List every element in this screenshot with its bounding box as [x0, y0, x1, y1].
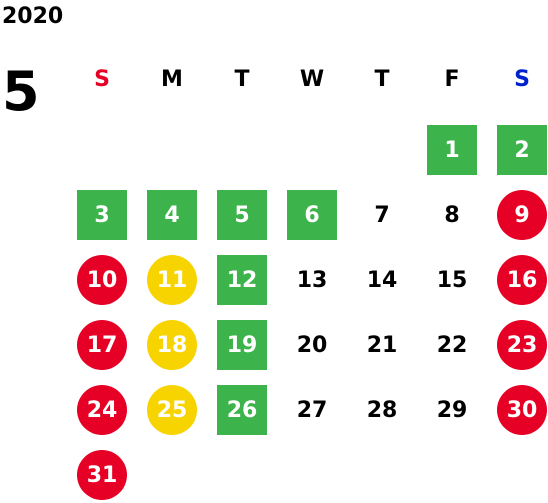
day-26: 26	[217, 385, 267, 435]
weekday-friday: F	[444, 67, 460, 92]
weekday-monday: M	[161, 67, 183, 92]
day-13: 13	[296, 267, 328, 293]
day-10: 10	[77, 255, 127, 305]
day-17: 17	[77, 320, 127, 370]
day-27: 27	[296, 397, 328, 423]
day-29: 29	[436, 397, 468, 423]
calendar-year: 2020	[2, 4, 64, 29]
weekday-sunday: S	[94, 67, 110, 92]
day-9: 9	[497, 190, 547, 240]
day-24: 24	[77, 385, 127, 435]
day-23: 23	[497, 320, 547, 370]
day-18: 18	[147, 320, 197, 370]
day-20: 20	[296, 332, 328, 358]
day-22: 22	[436, 332, 468, 358]
day-11: 11	[147, 255, 197, 305]
day-12: 12	[217, 255, 267, 305]
day-15: 15	[436, 267, 468, 293]
day-2: 2	[497, 125, 547, 175]
day-30: 30	[497, 385, 547, 435]
day-14: 14	[366, 267, 398, 293]
day-21: 21	[366, 332, 398, 358]
day-8: 8	[444, 202, 460, 228]
day-4: 4	[147, 190, 197, 240]
day-16: 16	[497, 255, 547, 305]
day-25: 25	[147, 385, 197, 435]
weekday-tuesday: T	[234, 67, 250, 92]
calendar-month: 5	[2, 60, 40, 123]
weekday-thursday: T	[374, 67, 390, 92]
day-7: 7	[374, 202, 390, 228]
day-28: 28	[366, 397, 398, 423]
day-1: 1	[427, 125, 477, 175]
day-19: 19	[217, 320, 267, 370]
day-5: 5	[217, 190, 267, 240]
day-6: 6	[287, 190, 337, 240]
weekday-wednesday: W	[299, 67, 325, 92]
day-31: 31	[77, 450, 127, 500]
day-3: 3	[77, 190, 127, 240]
weekday-saturday: S	[514, 67, 530, 92]
